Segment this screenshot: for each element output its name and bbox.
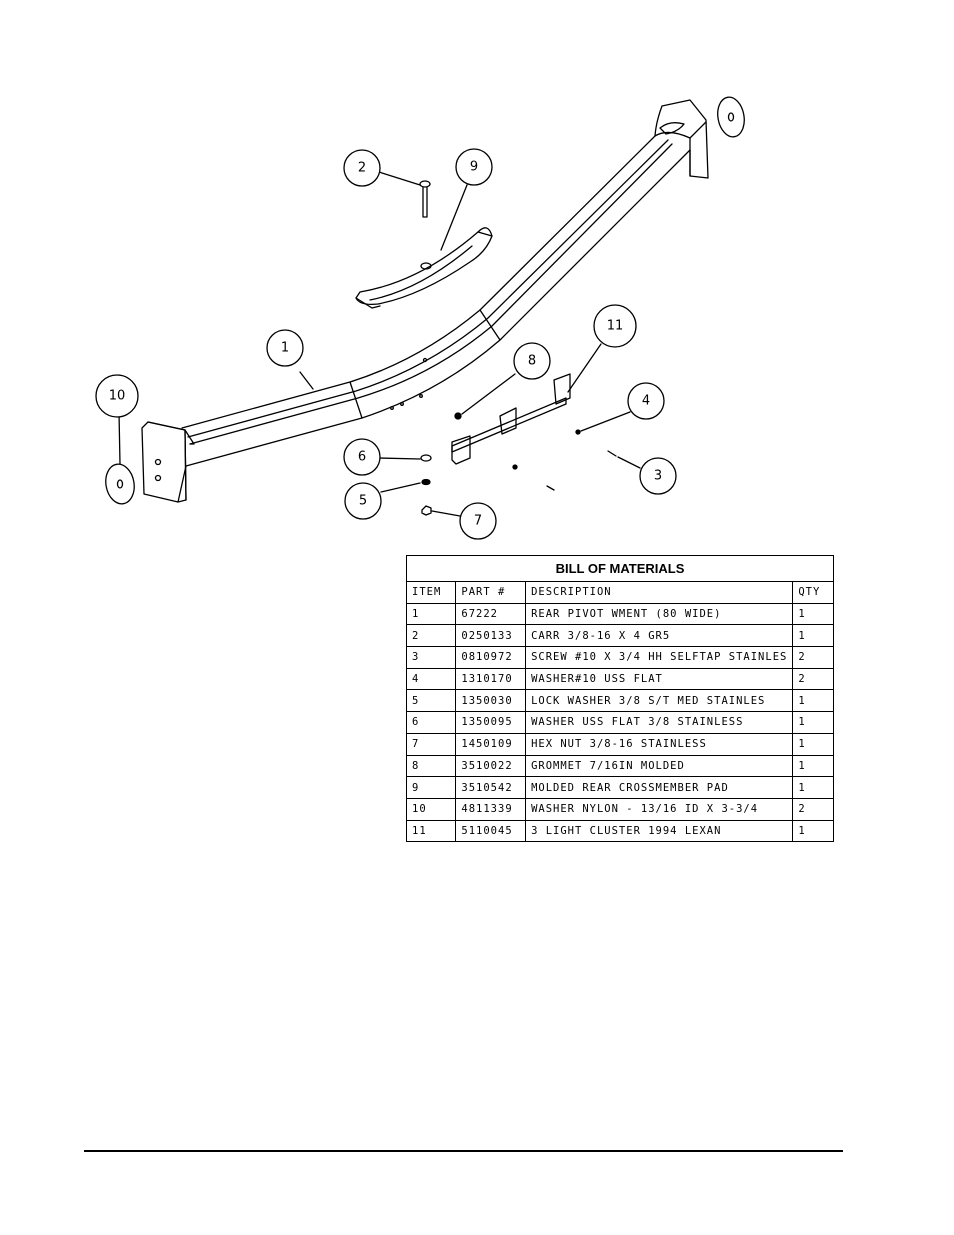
bom-cell-qty: 1 <box>792 732 834 756</box>
bom-cell-desc: CARR 3/8-16 X 4 GR5 <box>525 624 794 648</box>
callout-11-label: 11 <box>607 319 624 334</box>
bom-cell-qty: 1 <box>792 624 834 648</box>
grommet <box>454 412 462 420</box>
bom-cell-desc: HEX NUT 3/8-16 STAINLESS <box>525 732 794 756</box>
bom-header-row: ITEM PART # DESCRIPTION QTY <box>405 581 834 604</box>
bom-cell-desc: REAR PIVOT WMENT (80 WIDE) <box>525 602 794 626</box>
callout-9-label: 9 <box>470 160 478 175</box>
callout-2 <box>343 149 381 187</box>
bom-cell-item: 10 <box>405 797 457 821</box>
rear-pivot-frame <box>141 99 709 503</box>
bom-cell-item: 11 <box>405 819 457 843</box>
callout-10 <box>95 374 139 418</box>
bom-cell-desc: MOLDED REAR CROSSMEMBER PAD <box>525 776 794 799</box>
bom-cell-item: 8 <box>405 754 457 778</box>
exploded-parts-diagram: 1 2 9 10 8 11 4 6 5 7 3 <box>95 96 745 540</box>
bom-cell-part: 3510022 <box>455 754 527 778</box>
bom-cell-part: 4811339 <box>455 797 527 821</box>
bom-cell-part: 5110045 <box>455 819 527 843</box>
header-item: ITEM <box>405 581 457 604</box>
header-description: DESCRIPTION <box>525 581 794 604</box>
nylon-washer-right <box>717 96 745 138</box>
callout-8-label: 8 <box>528 354 536 369</box>
header-qty: QTY <box>792 581 834 604</box>
bom-cell-item: 7 <box>405 732 457 756</box>
bill-of-materials-table: BILL OF MATERIALS ITEM PART # DESCRIPTIO… <box>405 555 834 843</box>
bom-cell-part: 1350095 <box>455 711 527 734</box>
bom-cell-desc: WASHER#10 USS FLAT <box>525 667 794 691</box>
bom-cell-desc: 3 LIGHT CLUSTER 1994 LEXAN <box>525 819 794 843</box>
bom-title: BILL OF MATERIALS <box>406 555 834 582</box>
callout-5-label: 5 <box>359 494 367 509</box>
callout-7-label: 7 <box>474 514 482 529</box>
header-part: PART # <box>455 581 527 604</box>
bom-cell-desc: GROMMET 7/16IN MOLDED <box>525 754 794 778</box>
callout-10-label: 10 <box>109 389 126 404</box>
selftap-screw <box>607 450 617 457</box>
nylon-washer-left <box>105 463 135 505</box>
bom-cell-desc: SCREW #10 X 3/4 HH SELFTAP STAINLES <box>525 646 794 669</box>
bom-cell-part: 3510542 <box>455 776 527 799</box>
bom-cell-item: 1 <box>405 602 457 626</box>
hex-nut <box>421 505 432 516</box>
callout-11 <box>593 304 637 348</box>
bom-cell-desc: WASHER NYLON - 13/16 ID X 3-3/4 <box>525 797 794 821</box>
callout-4 <box>627 382 665 420</box>
bom-cell-qty: 1 <box>792 689 834 713</box>
bom-cell-qty: 1 <box>792 754 834 778</box>
footer-rule <box>84 1150 843 1152</box>
callout-9 <box>455 148 493 186</box>
bom-cell-part: 67222 <box>455 602 527 626</box>
bom-cell-desc: WASHER USS FLAT 3/8 STAINLESS <box>525 711 794 734</box>
light-cluster <box>451 373 571 465</box>
lock-washer <box>421 478 431 486</box>
callout-3 <box>639 457 677 495</box>
bom-cell-qty: 2 <box>792 646 834 669</box>
callout-6 <box>343 438 381 476</box>
bom-cell-qty: 1 <box>792 711 834 734</box>
callout-8 <box>513 342 551 380</box>
callout-1 <box>266 329 304 367</box>
bom-cell-item: 2 <box>405 624 457 648</box>
bom-cell-desc: LOCK WASHER 3/8 S/T MED STAINLES <box>525 689 794 713</box>
carriage-bolt <box>419 180 431 218</box>
bom-cell-item: 6 <box>405 711 457 734</box>
callout-2-label: 2 <box>358 161 366 176</box>
callout-3-label: 3 <box>654 469 662 484</box>
bom-cell-qty: 2 <box>792 667 834 691</box>
bom-cell-item: 4 <box>405 667 457 691</box>
bom-cell-part: 1310170 <box>455 667 527 691</box>
bom-cell-qty: 2 <box>792 797 834 821</box>
bom-cell-part: 1350030 <box>455 689 527 713</box>
bom-cell-item: 5 <box>405 689 457 713</box>
bom-cell-part: 0250133 <box>455 624 527 648</box>
washer-10 <box>575 429 581 435</box>
bom-cell-qty: 1 <box>792 819 834 843</box>
bom-cell-qty: 1 <box>792 776 834 799</box>
callout-1-label: 1 <box>281 341 289 356</box>
bom-cell-part: 0810972 <box>455 646 527 669</box>
bom-cell-part: 1450109 <box>455 732 527 756</box>
callout-4-label: 4 <box>642 394 650 409</box>
callout-7 <box>459 502 497 540</box>
bom-cell-item: 3 <box>405 646 457 669</box>
callout-6-label: 6 <box>358 450 366 465</box>
callout-5 <box>344 482 382 520</box>
crossmember-pad <box>355 227 493 309</box>
flat-washer <box>420 454 432 462</box>
bom-cell-item: 9 <box>405 776 457 799</box>
bom-cell-qty: 1 <box>792 602 834 626</box>
